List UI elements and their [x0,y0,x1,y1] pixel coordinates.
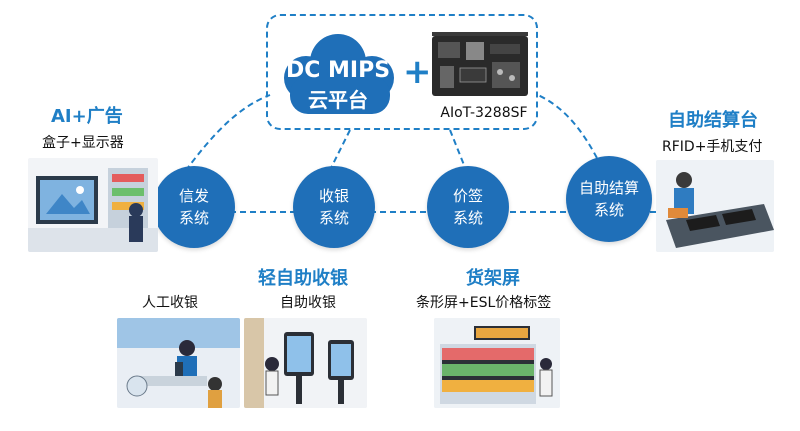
platform-subtitle: 云平台 [308,88,368,112]
checkout-scene-illustration [656,160,774,252]
shelf-illustration [434,318,560,408]
node-label: 系统 [318,209,349,227]
ad-title: AI+广告 [51,106,123,127]
cloud-icon [284,34,394,114]
node-label: 信发 [178,187,209,205]
board-label: AIoT-3288SF [440,105,528,121]
node-label: 系统 [593,201,624,219]
checkout-title: 自助结算台 [668,110,758,131]
self-checkout-illustration [244,318,367,408]
manual-checkout-label: 人工收银 [142,295,198,311]
cashier-icon [117,318,240,408]
shelf-screen-title: 货架屏 [466,268,520,289]
platform-box [266,14,538,130]
shelf-screen-subtitle: 条形屏+ESL价格标签 [416,295,552,311]
node-self-checkout-system: 自助结算 系统 [566,156,652,242]
checkout-subtitle: RFID+手机支付 [662,139,763,155]
ad-scene-illustration [28,158,158,252]
node-label: 系统 [452,209,483,227]
light-self-checkout-title: 轻自助收银 [258,268,348,289]
arc-left [167,94,271,196]
ad-display-icon [28,168,158,252]
manual-checkout-illustration [117,318,240,408]
platform-title: DC MIPS [285,58,391,83]
shelf-display-icon [434,318,560,408]
node-label: 自助结算 [578,179,639,197]
checkout-counter-icon [656,160,774,252]
ad-subtitle: 盒子+显示器 [42,135,124,151]
self-checkout-label: 自助收银 [280,295,336,311]
self-kiosk-icon [244,318,367,408]
node-label: 系统 [178,209,209,227]
node-signage-system: 信发 系统 [153,166,235,248]
circuit-board-icon [432,32,528,96]
plus-sign: + [403,52,432,92]
node-label: 价签 [452,187,483,205]
node-label: 收银 [318,187,349,205]
node-cashier-system: 收银 系统 [293,166,375,248]
node-price-tag-system: 价签 系统 [427,166,509,248]
